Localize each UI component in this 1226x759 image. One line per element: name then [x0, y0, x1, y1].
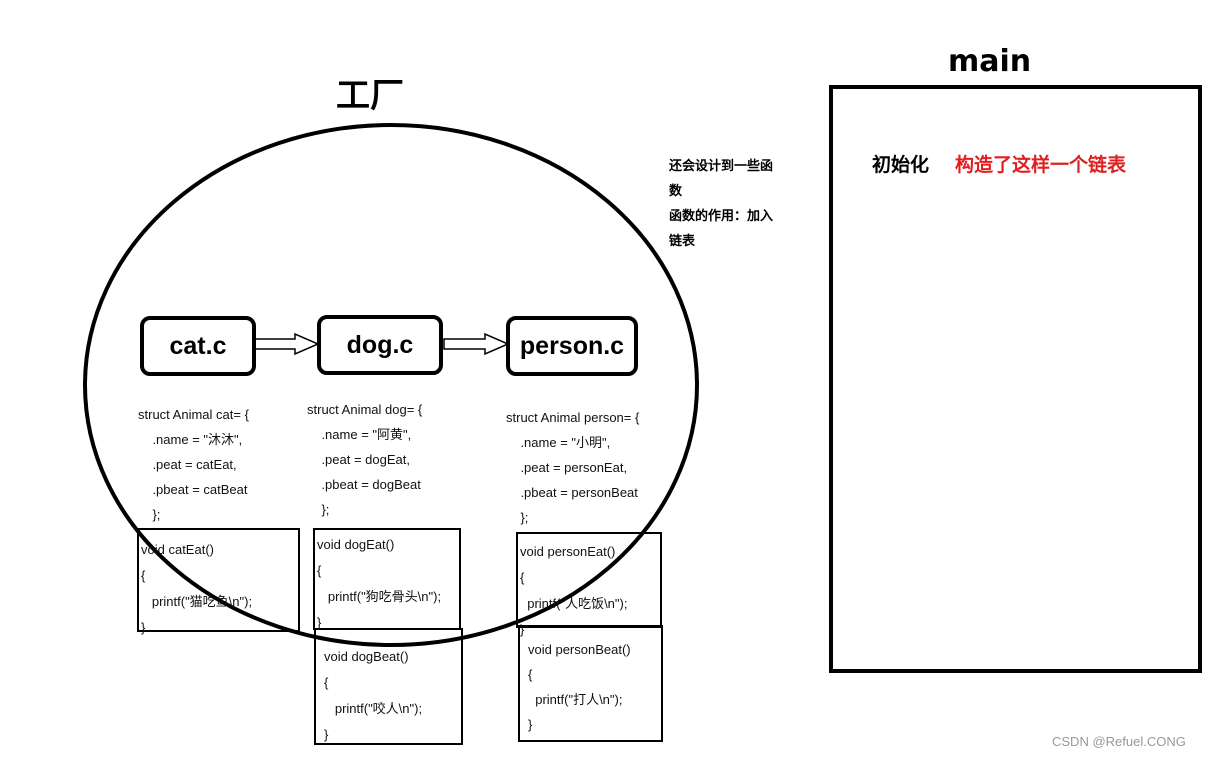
function-cat-eat: void catEat() { printf("猫吃鱼\n"); } [137, 528, 300, 635]
code-line: } [520, 622, 525, 637]
file-cat-label: cat.c [169, 331, 227, 360]
code-line: printf("咬人\n"); [324, 701, 423, 716]
code-line: .peat = dogEat, [307, 452, 410, 467]
file-dog: dog.c [317, 315, 443, 375]
factory-title: 工厂 [336, 76, 404, 116]
code-line: }; [138, 507, 161, 522]
code-line: struct Animal cat= { [138, 407, 249, 422]
function-dog-eat: void dogEat() { printf("狗吃骨头\n"); } [313, 528, 461, 630]
code-line: }; [307, 502, 330, 517]
code-line: printf("打人\n"); [528, 692, 623, 707]
note-line: 还会设计到一些函 [669, 159, 774, 174]
code-line: .pbeat = dogBeat [307, 477, 421, 492]
struct-cat: struct Animal cat= { .name = "沐沐", .peat… [138, 402, 249, 527]
code-line: { [324, 675, 329, 690]
code-line: } [141, 620, 146, 635]
watermark: CSDN @Refuel.CONG [1052, 734, 1186, 749]
file-dog-label: dog.c [346, 330, 414, 359]
file-person-label: person.c [519, 331, 625, 360]
code-line: void personBeat() [528, 642, 631, 657]
code-line: .peat = catEat, [138, 457, 237, 472]
code-line: .peat = personEat, [506, 460, 628, 475]
code-line: void personEat() [520, 544, 616, 559]
code-line: struct Animal dog= { [307, 402, 423, 417]
code-line: }; [506, 510, 529, 525]
file-cat: cat.c [140, 316, 256, 376]
arrow-cat-to-dog [249, 332, 320, 356]
note-line: 数 [669, 184, 683, 199]
note-line: 链表 [669, 234, 696, 249]
code-line: .pbeat = catBeat [138, 482, 248, 497]
struct-dog: struct Animal dog= { .name = "阿黄", .peat… [307, 397, 422, 522]
code-line: printf("猫吃鱼\n"); [141, 594, 253, 609]
code-line: void dogBeat() [324, 649, 409, 664]
code-line: { [317, 563, 322, 578]
code-line: .name = "阿黄", [307, 427, 412, 442]
code-line: { [528, 667, 533, 682]
code-line: } [324, 727, 329, 742]
function-person-beat: void personBeat() { printf("打人\n"); } [518, 625, 663, 742]
arrow-dog-to-person [443, 332, 510, 356]
code-line: .name = "小明", [506, 435, 611, 450]
code-line: { [141, 568, 146, 583]
code-line: void dogEat() [317, 537, 395, 552]
note-line: 函数的作用：加入 [669, 209, 774, 224]
code-line: void catEat() [141, 542, 214, 557]
code-line: { [520, 570, 525, 585]
function-person-eat: void personEat() { printf("人吃饭\n"); } [516, 532, 662, 637]
factory-ellipse [83, 123, 699, 647]
code-line: struct Animal person= { [506, 410, 640, 425]
code-line: printf("人吃饭\n"); [520, 596, 628, 611]
function-dog-beat: void dogBeat() { printf("咬人\n"); } [314, 628, 463, 745]
main-title: main [948, 44, 1032, 79]
code-line: .name = "沐沐", [138, 432, 243, 447]
struct-person: struct Animal person= { .name = "小明", .p… [506, 405, 639, 530]
init-label: 初始化 [872, 154, 930, 176]
init-description: 构造了这样一个链表 [955, 154, 1127, 176]
file-person: person.c [506, 316, 638, 376]
code-line: printf("狗吃骨头\n"); [317, 589, 442, 604]
code-line: } [528, 717, 533, 732]
main-box [829, 85, 1202, 673]
code-line: .pbeat = personBeat [506, 485, 638, 500]
code-line: } [317, 615, 322, 630]
note: 还会设计到一些函 数 函数的作用：加入 链表 [669, 154, 773, 254]
